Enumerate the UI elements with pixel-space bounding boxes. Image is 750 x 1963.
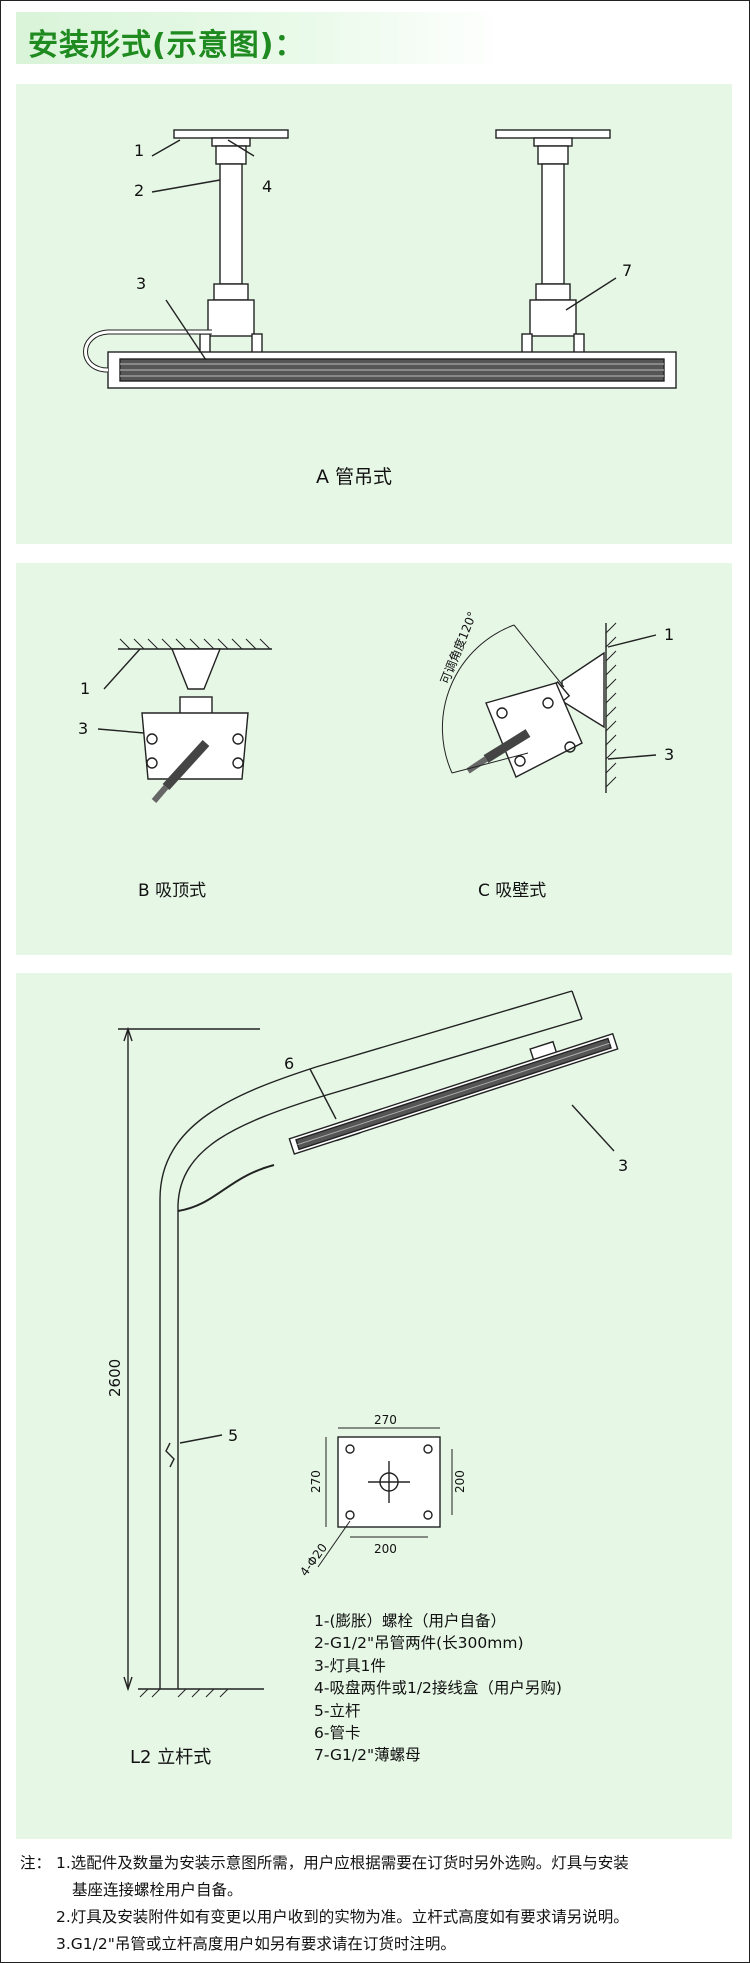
legend-item: 6-管卡: [314, 1724, 361, 1743]
caption-pole: L2 立杆式: [130, 1747, 212, 1768]
plate-left-dim: 270: [309, 1470, 323, 1493]
panel-ceiling-wall: 1 3 1 3 可调角度120° B 吸顶式 C 吸壁式: [16, 563, 732, 955]
panel-pole: 6 3 5 2600 270 270 200 200 4-Φ20 L2 立杆式: [16, 973, 732, 1839]
callout-c-3: 3: [664, 745, 674, 764]
note-line: 基座连接螺栓用户自备。: [72, 1881, 243, 1899]
callout-4: 4: [262, 177, 272, 196]
legend-item: 4-吸盘两件或1/2接线盒（用户另购): [314, 1679, 562, 1698]
callout-7: 7: [622, 261, 632, 280]
plate-top-dim: 270: [374, 1413, 397, 1427]
callout-c-1: 1: [664, 625, 674, 644]
section-title-text: 安装形式(示意图)：: [28, 28, 306, 63]
parts-legend: 1-(膨胀）螺栓（用户自备） 2-G1/2"吊管两件(长300mm) 3-灯具1…: [314, 1610, 562, 1767]
caption-wall: C 吸壁式: [478, 881, 547, 901]
panel-pipe-suspension: 1 2 4 3 7 A 管吊式: [16, 84, 732, 544]
angle-label: 可调角度120°: [437, 609, 480, 686]
caption-pipe-suspension: A 管吊式: [316, 466, 393, 488]
callout-1: 1: [134, 141, 144, 160]
legend-item: 2-G1/2"吊管两件(长300mm): [314, 1634, 524, 1653]
notes-prefix: 注：: [20, 1854, 52, 1872]
callout-2: 2: [134, 181, 144, 200]
legend-item: 1-(膨胀）螺栓（用户自备）: [314, 1612, 507, 1630]
legend-item: 7-G1/2"薄螺母: [314, 1746, 421, 1765]
pipe-suspension-drawing: 1 2 4 3 7: [83, 129, 677, 389]
note-line: 1.选配件及数量为安装示意图所需，用户应根据需要在订货时另外选购。灯具与安装: [56, 1854, 629, 1872]
callout-3: 3: [136, 274, 146, 293]
height-dimension: 2600: [106, 1359, 124, 1397]
pole-drawing: 6 3 5 2600 270 270 200 200 4-Φ20: [106, 990, 628, 1698]
callout-3-pole: 3: [618, 1156, 628, 1175]
note-line: 3.G1/2"吊管或立杆高度用户如另有要求请在订货时注明。: [56, 1935, 456, 1953]
legend-item: 5-立杆: [314, 1701, 361, 1720]
plate-right-dim: 200: [453, 1470, 467, 1493]
caption-ceiling: B 吸顶式: [138, 881, 207, 901]
callout-6: 6: [284, 1054, 294, 1073]
callout-b-3: 3: [78, 719, 88, 738]
callout-b-1: 1: [80, 679, 90, 698]
legend-item: 3-灯具1件: [314, 1656, 386, 1675]
note-line: 2.灯具及安装附件如有变更以用户收到的实物为准。立杆式高度如有要求请另说明。: [56, 1908, 629, 1926]
callout-5: 5: [228, 1426, 238, 1445]
plate-bottom-dim: 200: [374, 1542, 397, 1556]
ceiling-wall-drawing: 1 3 1 3 可调角度120°: [78, 609, 674, 803]
plate-hole-dim: 4-Φ20: [297, 1541, 330, 1579]
section-title: 安装形式(示意图)：: [16, 12, 506, 64]
